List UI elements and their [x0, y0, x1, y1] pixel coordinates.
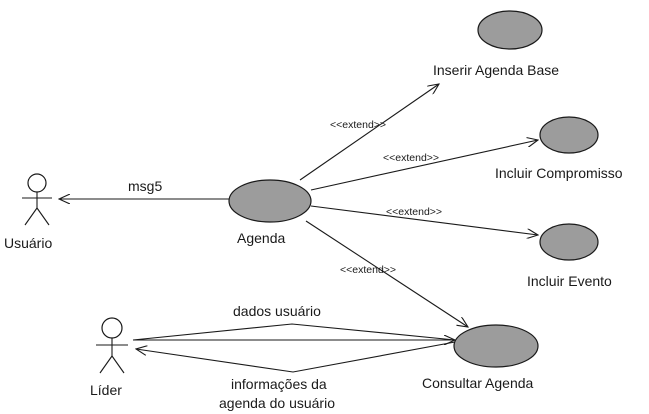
extend-compromisso-label: <<extend>>	[383, 152, 439, 164]
extend-evento-label: <<extend>>	[386, 206, 442, 218]
association-informacoes-line	[136, 341, 456, 373]
use-case-inserir-agenda-base-label: Inserir Agenda Base	[433, 62, 559, 78]
use-case-consultar-agenda	[453, 324, 539, 368]
actor-usuario-leg-left	[24, 207, 38, 226]
extend-consultar-label: <<extend>>	[340, 264, 396, 276]
use-case-incluir-compromisso-label: Incluir Compromisso	[495, 165, 623, 181]
association-msg5-label: msg5	[128, 178, 162, 194]
extend-inserir-arrow	[299, 84, 439, 181]
actor-usuario-head	[27, 173, 47, 193]
actor-usuario	[22, 173, 52, 226]
association-informacoes-label-line1: informações da	[231, 376, 327, 392]
actor-lider-leg-right	[111, 355, 125, 374]
extend-evento-arrow	[310, 205, 538, 235]
use-case-agenda-label: Agenda	[237, 230, 285, 246]
use-case-incluir-evento-label: Incluir Evento	[527, 273, 612, 289]
extend-consultar-arrow	[305, 220, 468, 327]
actor-lider	[96, 317, 128, 374]
use-case-consultar-agenda-label: Consultar Agenda	[422, 375, 534, 391]
extend-inserir-label: <<extend>>	[330, 119, 386, 131]
extend-compromisso-arrow	[310, 140, 538, 191]
association-dados-usuario-line	[132, 323, 456, 341]
association-dados-usuario-label: dados usuário	[233, 303, 321, 319]
use-case-incluir-evento	[539, 223, 599, 261]
use-case-incluir-compromisso	[539, 116, 599, 154]
actor-lider-label: Líder	[90, 382, 122, 398]
actor-usuario-leg-right	[36, 207, 50, 226]
association-informacoes-label-line2: agenda do usuário	[219, 395, 335, 411]
use-case-inserir-agenda-base	[477, 10, 543, 50]
actor-usuario-label: Usuário	[4, 235, 52, 251]
use-case-agenda	[228, 179, 312, 223]
actor-lider-head	[101, 317, 123, 339]
actor-lider-leg-left	[99, 355, 113, 374]
